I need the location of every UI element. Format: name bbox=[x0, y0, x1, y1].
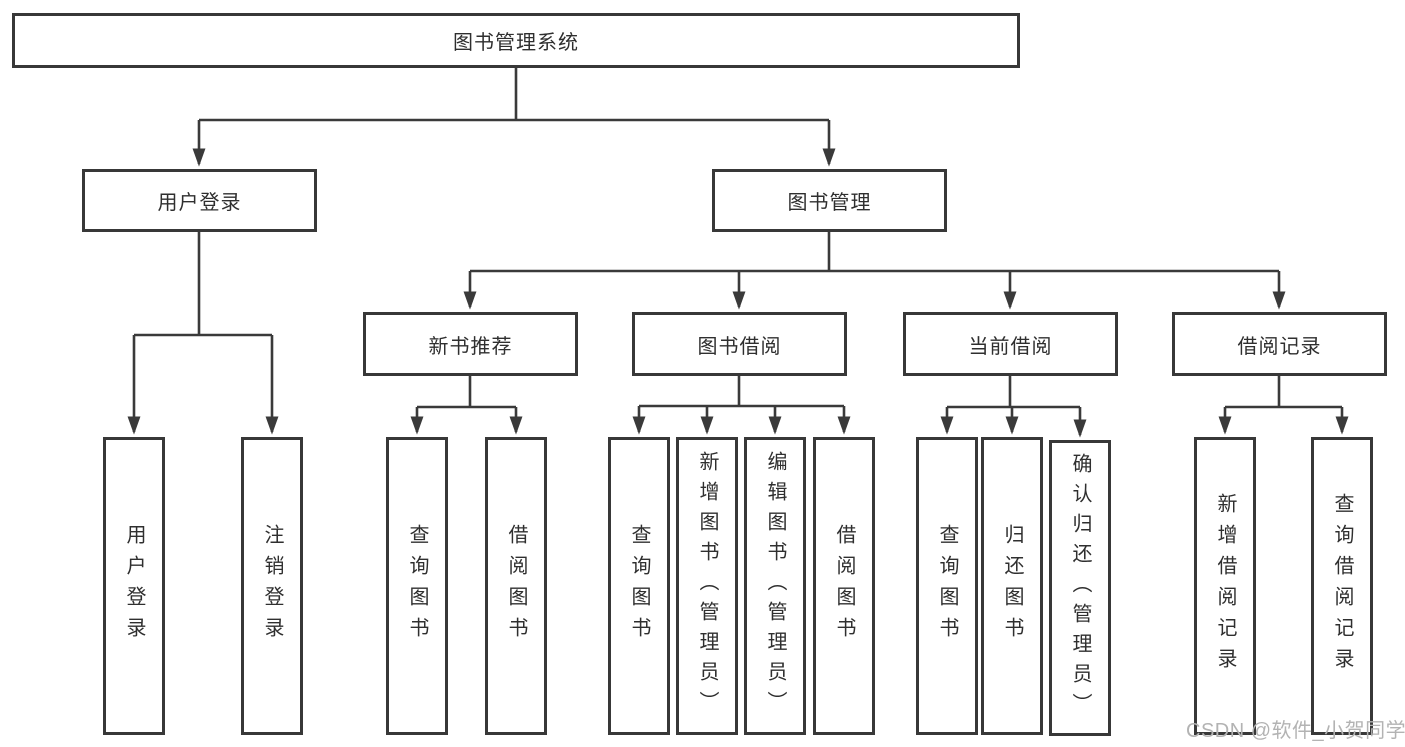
node-book-management-label: 图书管理 bbox=[787, 192, 872, 214]
leaf-borrow-books-1: 借阅图书 bbox=[485, 437, 547, 735]
leaf-user-login: 用户登录 bbox=[103, 437, 165, 735]
leaf-add-books-admin: 新增图书（管理员） bbox=[676, 437, 738, 735]
node-current-borrow: 当前借阅 bbox=[903, 312, 1118, 376]
leaf-query-books-2: 查询图书 bbox=[608, 437, 670, 735]
node-new-book-recommend-label: 新书推荐 bbox=[428, 335, 513, 358]
node-user-login-label: 用户登录 bbox=[157, 192, 242, 214]
leaf-query-books-1: 查询图书 bbox=[386, 437, 448, 735]
leaf-logout-label: 注销登录 bbox=[261, 524, 283, 648]
leaf-logout: 注销登录 bbox=[241, 437, 303, 735]
leaf-add-borrow-record-label: 新增借阅记录 bbox=[1214, 493, 1236, 679]
leaf-query-borrow-record-label: 查询借阅记录 bbox=[1331, 493, 1353, 679]
leaf-confirm-return-admin-label: 确认归还（管理员） bbox=[1069, 453, 1091, 723]
csdn-watermark: CSDN @软件_小贺同学 bbox=[1186, 720, 1405, 742]
node-root: 图书管理系统 bbox=[12, 13, 1020, 68]
leaf-borrow-books-2: 借阅图书 bbox=[813, 437, 875, 735]
leaf-borrow-books-1-label: 借阅图书 bbox=[505, 524, 527, 648]
leaf-query-books-3-label: 查询图书 bbox=[936, 524, 958, 648]
leaf-confirm-return-admin: 确认归还（管理员） bbox=[1049, 440, 1111, 736]
node-new-book-recommend: 新书推荐 bbox=[363, 312, 578, 376]
node-book-borrow: 图书借阅 bbox=[632, 312, 847, 376]
leaf-query-borrow-record: 查询借阅记录 bbox=[1311, 437, 1373, 735]
leaf-borrow-books-2-label: 借阅图书 bbox=[833, 524, 855, 648]
leaf-return-books: 归还图书 bbox=[981, 437, 1043, 735]
leaf-edit-books-admin: 编辑图书（管理员） bbox=[744, 437, 806, 735]
leaf-add-books-admin-label: 新增图书（管理员） bbox=[696, 451, 718, 721]
leaf-user-login-label: 用户登录 bbox=[123, 524, 145, 648]
node-book-management: 图书管理 bbox=[712, 169, 947, 232]
leaf-query-books-3: 查询图书 bbox=[916, 437, 978, 735]
node-borrow-records-label: 借阅记录 bbox=[1237, 335, 1322, 358]
leaf-query-books-2-label: 查询图书 bbox=[628, 524, 650, 648]
leaf-add-borrow-record: 新增借阅记录 bbox=[1194, 437, 1256, 735]
node-user-login: 用户登录 bbox=[82, 169, 317, 232]
node-book-borrow-label: 图书借阅 bbox=[697, 335, 782, 358]
leaf-return-books-label: 归还图书 bbox=[1001, 524, 1023, 648]
node-current-borrow-label: 当前借阅 bbox=[968, 335, 1053, 358]
node-borrow-records: 借阅记录 bbox=[1172, 312, 1387, 376]
leaf-edit-books-admin-label: 编辑图书（管理员） bbox=[764, 451, 786, 721]
node-root-label: 图书管理系统 bbox=[453, 32, 579, 54]
leaf-query-books-1-label: 查询图书 bbox=[406, 524, 428, 648]
